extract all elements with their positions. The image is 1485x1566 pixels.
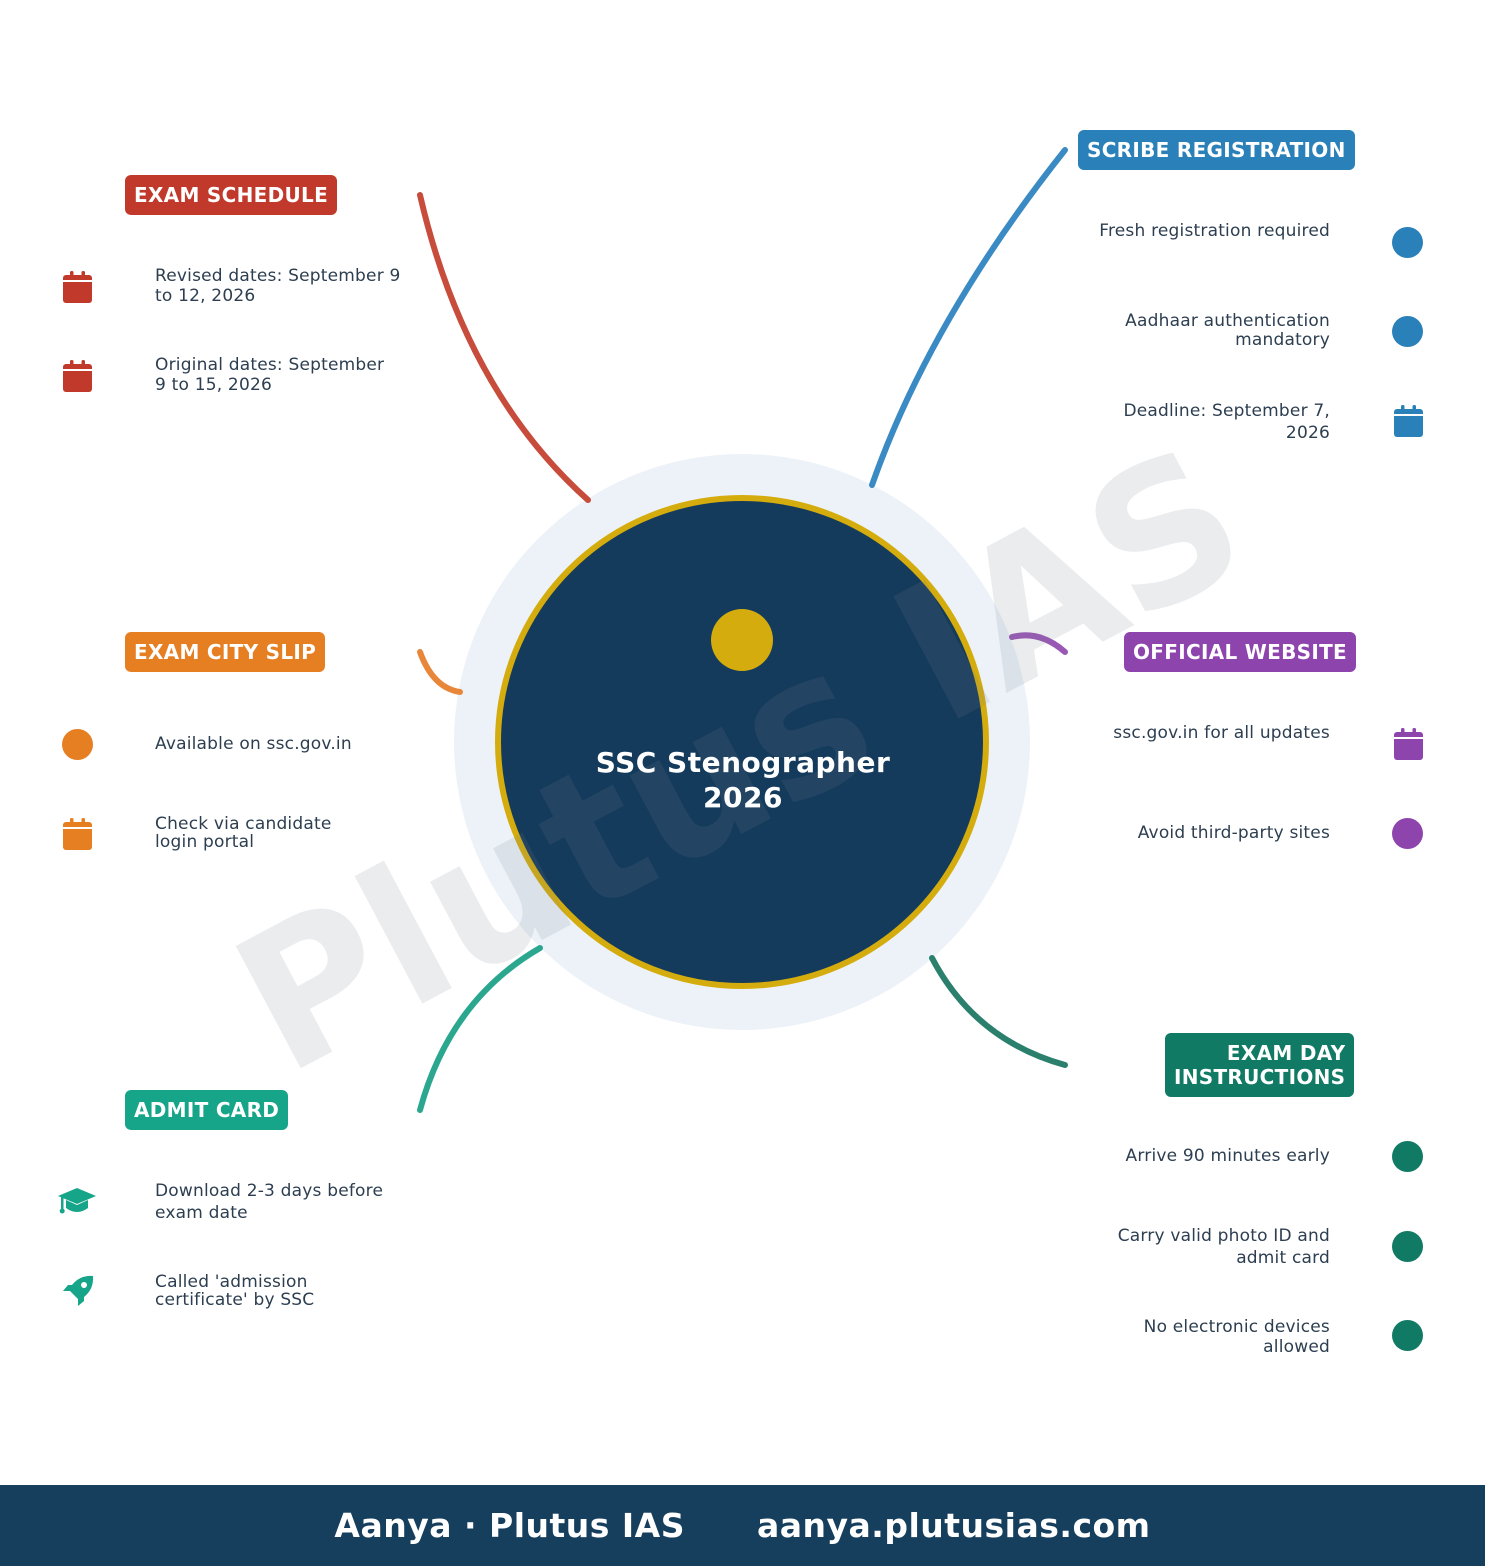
footer-brand: Aanya · Plutus IAS [334, 1506, 685, 1545]
calendar-icon [1394, 405, 1423, 437]
exam-city-slip-item: Available on ssc.gov.in [155, 734, 352, 754]
calendar-icon [63, 818, 92, 850]
connector-official-website [1009, 632, 1068, 655]
dot-icon [1392, 227, 1423, 258]
graduation-cap-icon [58, 1188, 96, 1214]
exam-day-item: No electronic devices allowed [1143, 1317, 1330, 1357]
calendar-icon [1394, 728, 1423, 760]
official-website-item: Avoid third-party sites [1137, 823, 1330, 843]
calendar-icon [63, 360, 92, 392]
connector-exam-city-slip [417, 649, 463, 695]
exam-city-slip-badge: EXAM CITY SLIP [125, 632, 326, 672]
exam-schedule-item: Revised dates: September 9 to 12, 2026 [155, 266, 401, 306]
exam-schedule-item: Original dates: September 9 to 15, 2026 [155, 355, 385, 395]
connector-admit-card [417, 945, 543, 1113]
dot-icon [62, 729, 93, 760]
official-website-item: ssc.gov.in for all updates [1113, 723, 1330, 743]
dot-icon [1392, 1320, 1423, 1351]
exam-schedule-badge: EXAM SCHEDULE [125, 175, 338, 215]
exam-day-instructions-label-line1: EXAM DAY [1226, 1041, 1346, 1065]
footer-url[interactable]: aanya.plutusias.com [757, 1506, 1151, 1545]
rocket-icon [63, 1275, 94, 1306]
center-title-line2: 2026 [703, 781, 783, 814]
admit-card-item: Download 2-3 days before exam date [155, 1181, 384, 1223]
admit-card-item: Called 'admission certificate' by SSC [155, 1272, 315, 1310]
center-icon [711, 609, 773, 671]
calendar-icon [63, 271, 92, 303]
footer-bar: Aanya · Plutus IAS aanya.plutusias.com [0, 1485, 1485, 1566]
center-node [495, 495, 989, 989]
exam-city-slip-item: Check via candidate login portal [155, 814, 332, 852]
center-title: SSC Stenographer 2026 [543, 745, 943, 815]
mind-map-graphic [417, 147, 1068, 1113]
official-website-badge: OFFICIAL WEBSITE [1124, 632, 1356, 672]
connector-exam-schedule [417, 192, 591, 503]
exam-day-item: Carry valid photo ID and admit card [1117, 1226, 1330, 1268]
scribe-registration-item: Fresh registration required [1099, 221, 1330, 241]
scribe-registration-badge: SCRIBE REGISTRATION [1078, 130, 1355, 170]
connector-scribe-registration [869, 147, 1068, 488]
exam-day-instructions-label-line2: INSTRUCTIONS [1174, 1065, 1346, 1089]
scribe-registration-item: Deadline: September 7, 2026 [1123, 401, 1330, 443]
scribe-registration-item: Aadhaar authentication mandatory [1125, 311, 1330, 350]
admit-card-badge: ADMIT CARD [125, 1090, 289, 1130]
center-title-line1: SSC Stenographer [595, 746, 891, 779]
exam-day-instructions-badge: EXAM DAY INSTRUCTIONS [1165, 1033, 1355, 1097]
dot-icon [1392, 818, 1423, 849]
dot-icon [1392, 1141, 1423, 1172]
connector-exam-day [929, 955, 1068, 1068]
dot-icon [1392, 1231, 1423, 1262]
dot-icon [1392, 316, 1423, 347]
exam-day-item: Arrive 90 minutes early [1125, 1146, 1330, 1166]
